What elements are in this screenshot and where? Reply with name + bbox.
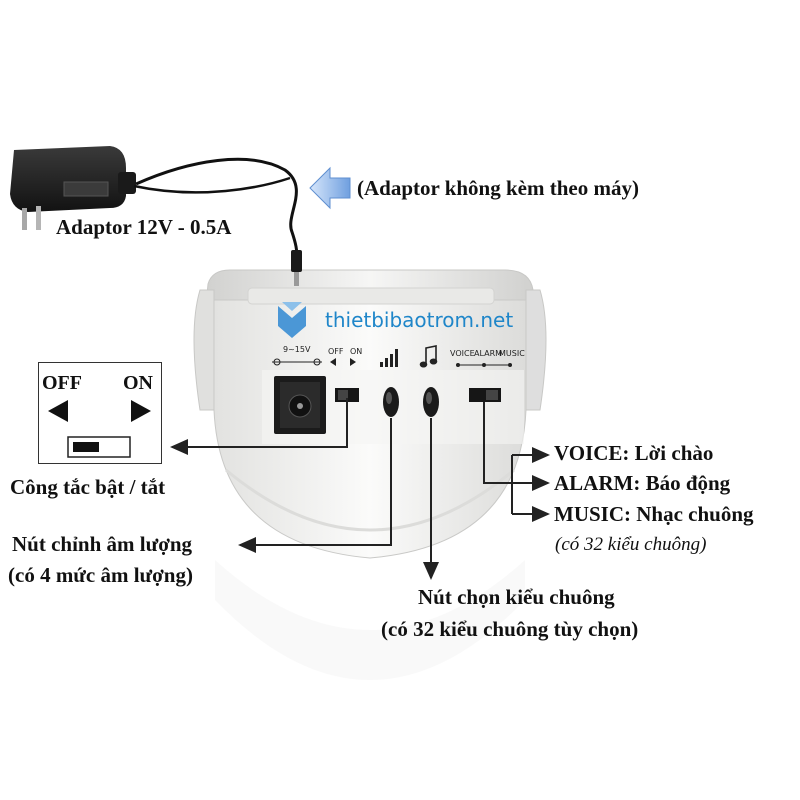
device-reflection [215, 560, 525, 680]
volume-bars-icon [380, 349, 398, 367]
inset-off-label: OFF [42, 372, 82, 394]
inset-switch-knob [73, 442, 99, 452]
panel-markings: 9~15V OFF ON VOICE ALARM MUSIC [272, 345, 525, 368]
inset-switch-graphic [48, 400, 151, 458]
left-triangle-icon [48, 400, 68, 422]
adaptor-label: Adaptor 12V - 0.5A [56, 215, 232, 239]
callout-lines [170, 398, 550, 580]
watermark-arrow-icon [278, 302, 306, 338]
panel-voice-text: VOICE [450, 349, 475, 358]
switch-callout-label: Công tắc bật / tắt [10, 475, 166, 499]
panel-on-text: ON [350, 347, 362, 356]
ringtone-callout-sub: (có 32 kiểu chuông tùy chọn) [381, 617, 639, 641]
ringtone-callout-title: Nút chọn kiểu chuông [418, 585, 615, 609]
alarm-device: 9~15V OFF ON VOICE ALARM MUSIC [193, 269, 547, 559]
right-triangle-icon [131, 400, 151, 422]
adaptor-note: (Adaptor không kèm theo máy) [357, 176, 639, 200]
panel-music-text: MUSIC [499, 349, 525, 358]
panel-alarm-text: ALARM [474, 349, 502, 358]
music-note-text: (có 32 kiểu chuông) [555, 534, 707, 555]
mode-voice-label: VOICE: Lời chào [554, 441, 714, 465]
watermark-text: thietbibaotrom.net [325, 308, 514, 332]
blue-left-arrow-icon [309, 166, 351, 210]
panel-off-text: OFF [328, 347, 344, 356]
mode-alarm-label: ALARM: Báo động [554, 471, 731, 495]
power-adaptor-image [10, 146, 302, 286]
power-rating-text: 9~15V [283, 345, 311, 354]
volume-callout-sub: (có 4 mức âm lượng) [8, 563, 193, 587]
inset-on-label: ON [123, 372, 153, 394]
music-note-icon [419, 345, 438, 368]
volume-callout-title: Nút chỉnh âm lượng [12, 532, 193, 556]
switch-inset-box: OFF ON [38, 362, 162, 464]
mode-music-label: MUSIC: Nhạc chuông [554, 502, 754, 526]
